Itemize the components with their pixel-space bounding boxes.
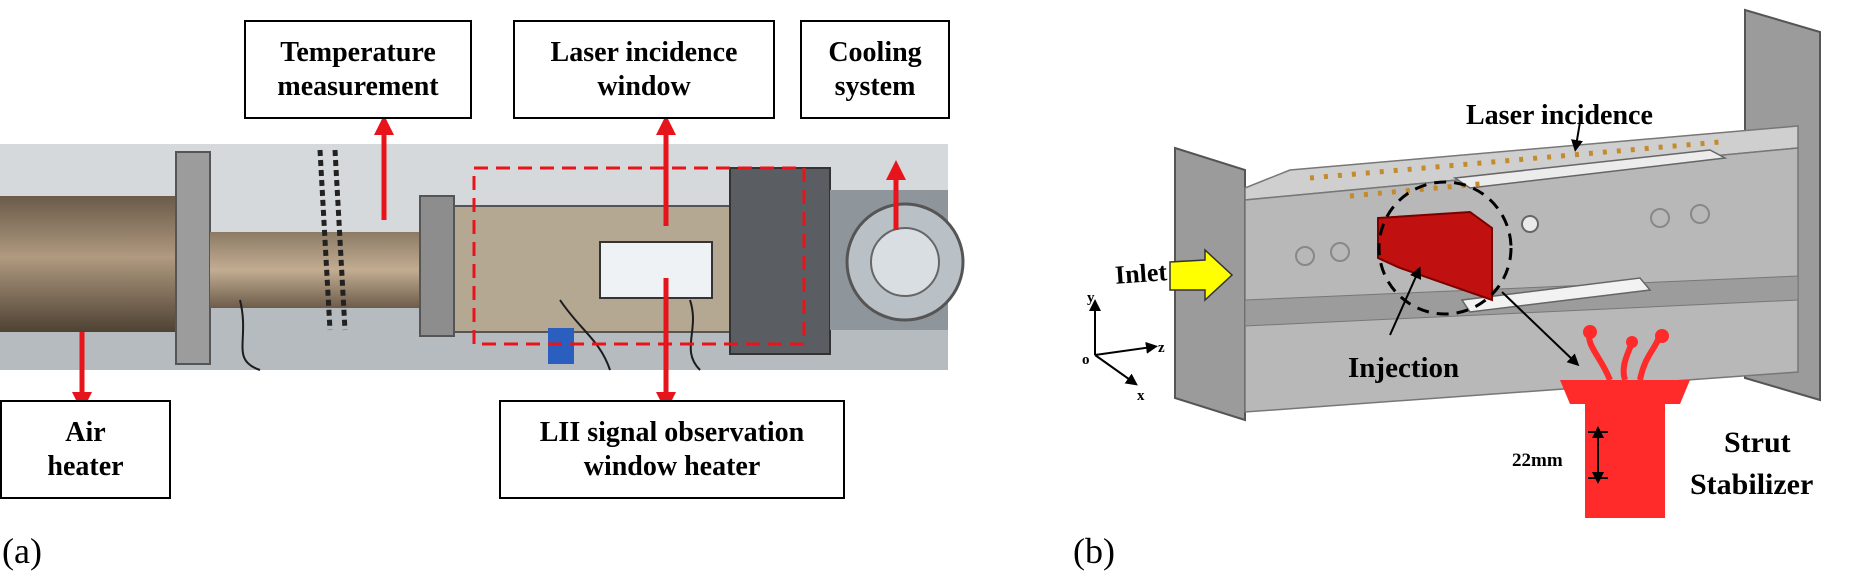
lower-window-slot	[1460, 277, 1652, 313]
inlet-arrow-shape	[1169, 248, 1234, 302]
stabilizer-label: Stabilizer	[1690, 468, 1814, 501]
chain	[317, 149, 348, 331]
strut-label: Strut	[1724, 426, 1791, 459]
air-heater-box: Air heater	[0, 400, 171, 499]
injection-arrow	[1389, 266, 1422, 336]
temperature-measurement-box: Temperature measurement	[244, 20, 472, 119]
x-axis	[1094, 354, 1138, 386]
laser-incidence-label: Laser incidence	[1466, 100, 1653, 131]
stabilizer-arrow	[1501, 291, 1580, 367]
y-axis-label: y	[1087, 290, 1095, 306]
injection-label: Injection	[1348, 352, 1460, 384]
dimension-label: 22mm	[1512, 450, 1563, 471]
origin-label: o	[1082, 352, 1090, 368]
pipe-flange	[175, 151, 211, 365]
inlet-label: Inlet	[1114, 257, 1168, 290]
z-axis	[1094, 341, 1158, 356]
photo	[0, 144, 965, 371]
lii-signal-window-box: LII signal observation window heater	[499, 400, 845, 499]
window-glass	[599, 241, 713, 299]
coordinate-axes	[1089, 299, 1158, 386]
panel-a-label: (a)	[2, 531, 42, 571]
injection-strut	[1377, 210, 1493, 302]
panel-b-label: (b)	[1073, 531, 1115, 571]
cad-model	[1169, 8, 1821, 518]
z-axis-label: z	[1158, 340, 1165, 356]
observation-region-box	[472, 166, 806, 346]
laser-incidence-window-box: Laser incidence window	[513, 20, 775, 119]
blue-component	[548, 328, 574, 364]
cooling-system-box: Cooling system	[800, 20, 950, 119]
cooling-flange	[729, 167, 831, 355]
x-axis-label: x	[1137, 388, 1145, 404]
laser-incidence-arrow	[1571, 121, 1583, 152]
air-heater-pipe	[0, 196, 200, 332]
injection-circle	[1377, 180, 1513, 316]
